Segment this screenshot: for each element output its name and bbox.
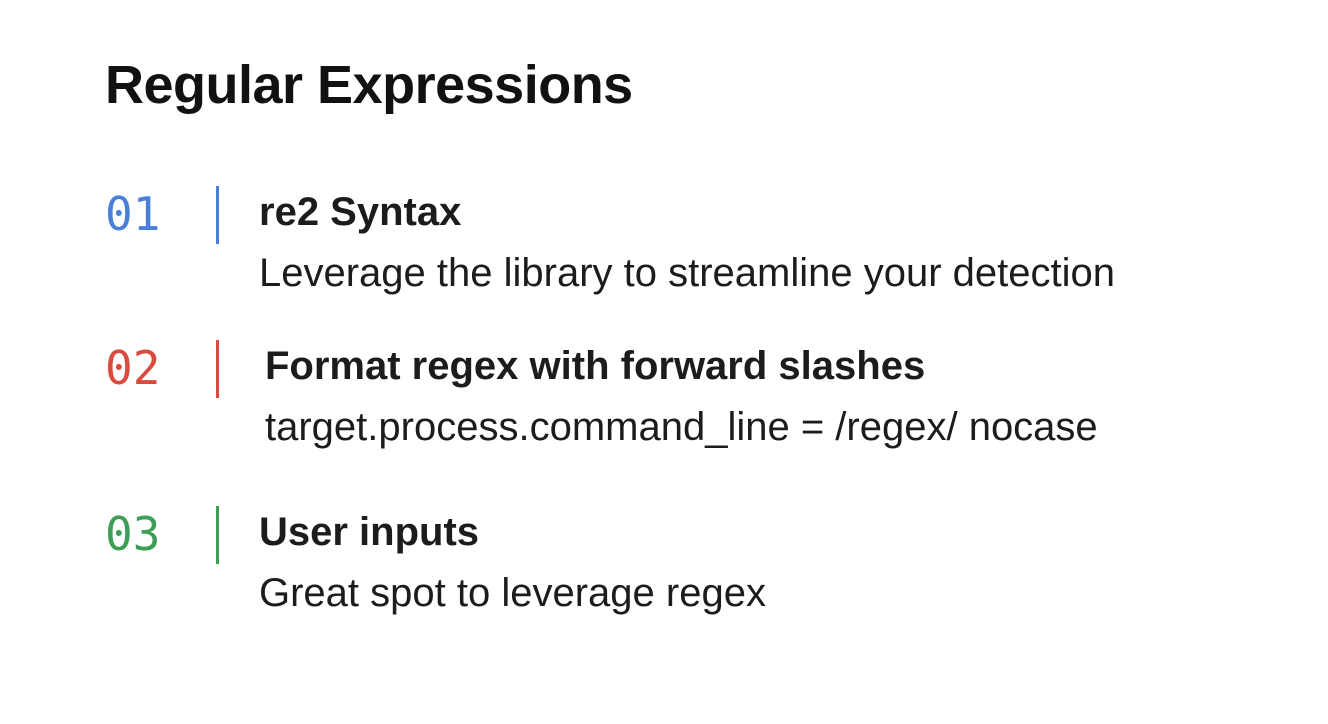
item-number: 02	[105, 341, 161, 395]
item-divider	[216, 506, 219, 564]
item-description: target.process.command_line = /regex/ no…	[265, 405, 1098, 449]
list-item: 03 User inputs Great spot to leverage re…	[0, 506, 1328, 636]
item-number: 03	[105, 507, 161, 561]
item-heading: User inputs	[259, 510, 480, 554]
item-description: Leverage the library to streamline your …	[259, 251, 1116, 295]
item-heading: Format regex with forward slashes	[265, 344, 926, 388]
list-item: 01 re2 Syntax Leverage the library to st…	[0, 186, 1328, 316]
item-divider	[216, 340, 219, 398]
item-divider	[216, 186, 219, 244]
slide-title: Regular Expressions	[105, 55, 633, 115]
item-number: 01	[105, 187, 161, 241]
list-item: 02 Format regex with forward slashes tar…	[0, 340, 1328, 470]
item-description: Great spot to leverage regex	[259, 571, 766, 615]
item-heading: re2 Syntax	[259, 190, 462, 234]
